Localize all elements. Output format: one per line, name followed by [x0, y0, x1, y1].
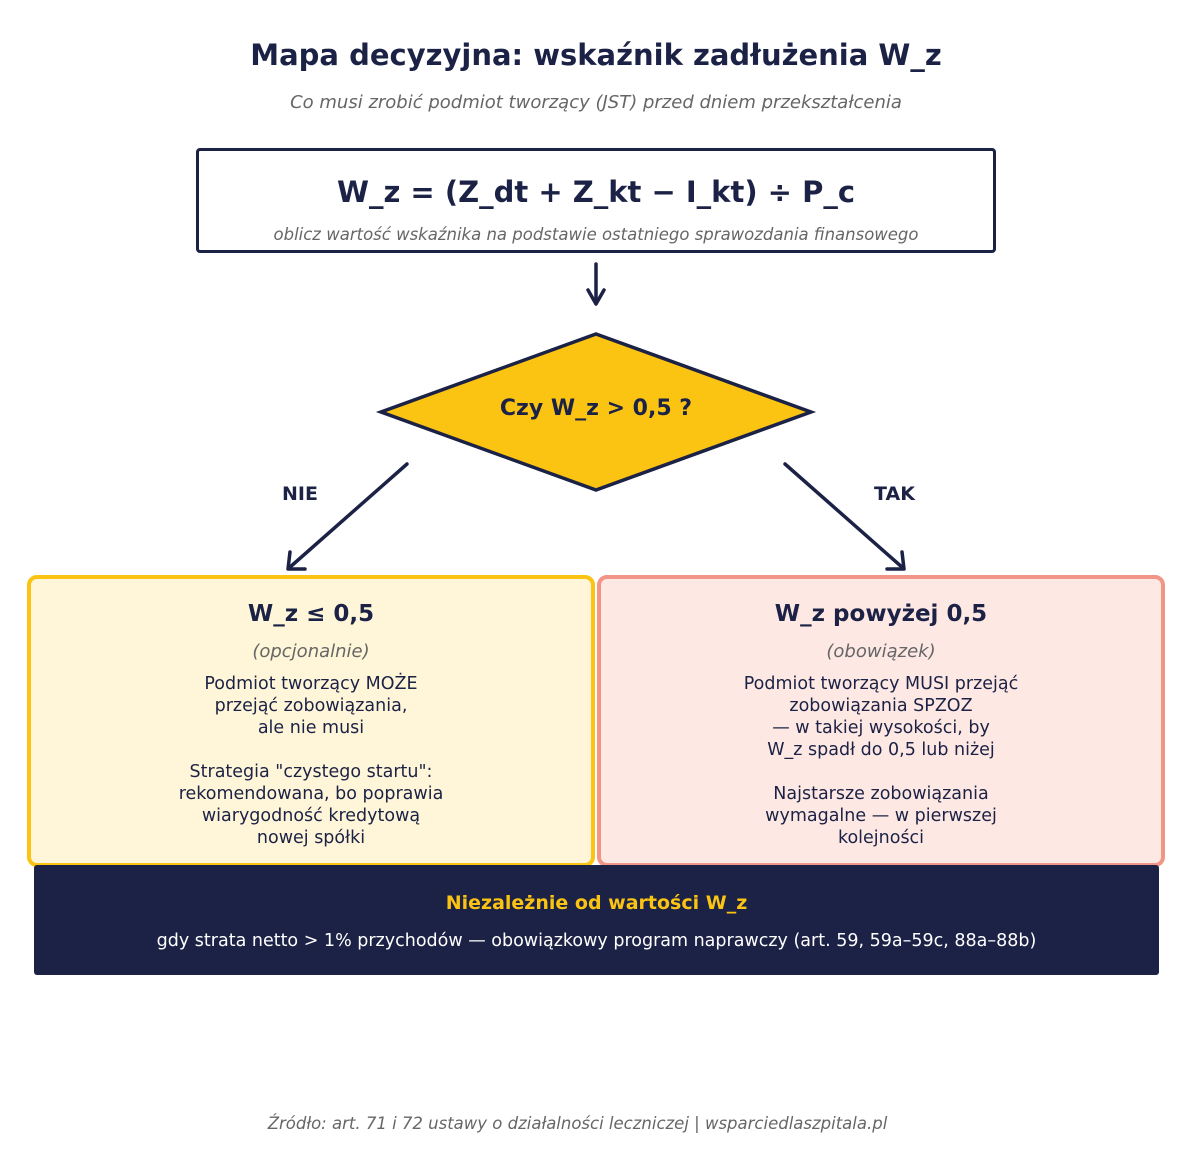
page-subtitle: Co musi zrobić podmiot tworzący (JST) pr… — [290, 92, 902, 113]
outcome-no-line: wiarygodność kredytową — [201, 806, 421, 826]
footer-band: Niezależnie od wartości W_z gdy strata n… — [34, 865, 1159, 975]
outcome-yes-line: wymagalne — w pierwszej — [765, 806, 997, 826]
outcome-no-line: ale nie musi — [257, 718, 365, 738]
outcome-no-body: Podmiot tworzący MOŻE przejąć zobowiązan… — [31, 673, 591, 849]
outcome-no-title: W_z ≤ 0,5 — [247, 601, 375, 627]
outcome-yes-line: kolejności — [837, 828, 925, 848]
outcome-yes-line: W_z spadł do 0,5 lub niżej — [767, 740, 995, 760]
footer-heading: Niezależnie od wartości W_z — [445, 892, 748, 914]
outcome-yes-line: — w takiej wysokości, by — [772, 718, 990, 738]
outcome-yes-body: Podmiot tworzący MUSI przejąć zobowiązan… — [601, 673, 1161, 849]
branch-label-no: NIE — [282, 483, 318, 505]
decision-question: Czy W_z > 0,5 ? — [499, 396, 693, 421]
branch-label-yes: TAK — [874, 483, 915, 505]
arrow-yes-icon — [783, 462, 906, 571]
outcome-no-line: nowej spółki — [256, 828, 366, 848]
formula-box: W_z = (Z_dt + Z_kt − I_kt) ÷ P_c oblicz … — [196, 148, 996, 253]
formula-expression: W_z = (Z_dt + Z_kt − I_kt) ÷ P_c — [336, 175, 856, 209]
outcome-no-line: Podmiot tworzący MOŻE — [204, 674, 418, 694]
outcome-box-no: W_z ≤ 0,5 (opcjonalnie) Podmiot tworzący… — [27, 575, 595, 867]
outcome-yes-line: Podmiot tworzący MUSI przejąć — [743, 674, 1019, 694]
footer-text: gdy strata netto > 1% przychodów — obowi… — [156, 931, 1037, 951]
outcome-no-line: rekomendowana, bo poprawia — [178, 784, 444, 804]
outcome-no-line: Strategia "czystego startu": — [189, 762, 433, 782]
outcome-yes-line: Najstarsze zobowiązania — [773, 784, 989, 804]
outcome-box-yes: W_z powyżej 0,5 (obowiązek) Podmiot twor… — [597, 575, 1165, 867]
outcome-no-line: przejąć zobowiązania, — [214, 696, 408, 716]
outcome-yes-line: zobowiązania SPZOZ — [789, 696, 973, 716]
page-title: Mapa decyzyjna: wskaźnik zadłużenia W_z — [250, 38, 942, 72]
decision-diamond — [375, 332, 817, 492]
formula-note: oblicz wartość wskaźnika na podstawie os… — [273, 225, 919, 244]
source-note: Źródło: art. 71 i 72 ustawy o działalnoś… — [267, 1114, 888, 1133]
outcome-no-status: (opcjonalnie) — [252, 641, 370, 662]
outcome-yes-status: (obowiązek) — [826, 641, 936, 662]
arrow-no-icon — [286, 462, 409, 571]
arrow-down-icon — [586, 262, 606, 306]
outcome-yes-title: W_z powyżej 0,5 — [774, 601, 988, 627]
